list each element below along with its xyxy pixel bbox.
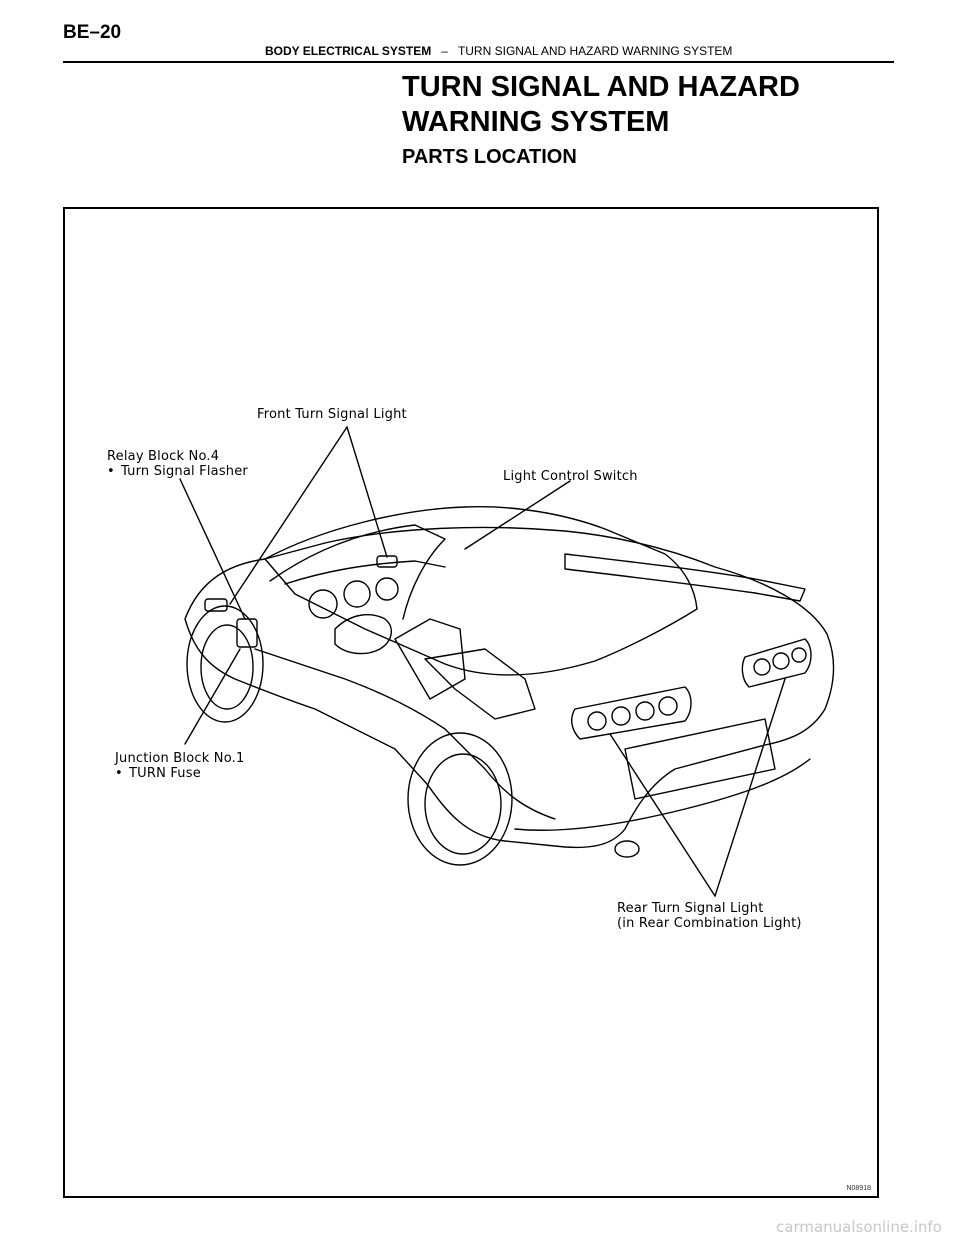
gauge-left bbox=[308, 589, 338, 619]
windshield-frame bbox=[269, 524, 446, 620]
front-wheel bbox=[186, 605, 264, 723]
callout-rear-turn-signal-light: Rear Turn Signal Light (in Rear Combinat… bbox=[617, 901, 802, 931]
front-turn-signal-lamp-left bbox=[204, 598, 228, 612]
leader-junction-block bbox=[184, 648, 241, 745]
front-seat bbox=[394, 618, 466, 700]
callout-relay-block: Relay Block No.4 • Turn Signal Flasher bbox=[107, 449, 248, 479]
rear-wheel bbox=[407, 732, 513, 866]
center-console bbox=[424, 648, 536, 720]
rear-lamp-1 bbox=[587, 711, 607, 731]
rear-light-left bbox=[571, 686, 692, 740]
leader-rear-light-left bbox=[609, 733, 716, 897]
leader-front-signal-left bbox=[229, 426, 348, 605]
rear-lamp-2 bbox=[611, 706, 631, 726]
rear-panel bbox=[624, 718, 776, 800]
turn-fuse-label: TURN Fuse bbox=[129, 766, 201, 781]
dashboard-line bbox=[284, 560, 446, 585]
gauge-right bbox=[375, 577, 399, 601]
car-line-drawing bbox=[179, 426, 835, 897]
bullet: • bbox=[115, 766, 123, 781]
leader-relay-block bbox=[179, 478, 246, 620]
leader-rear-light-right bbox=[714, 678, 786, 897]
rear-light-right bbox=[741, 638, 812, 688]
header-separator: – bbox=[441, 44, 448, 58]
rear-spoiler bbox=[564, 553, 806, 602]
junction-block-label: Junction Block No.1 bbox=[115, 751, 245, 766]
rear-lamp-4 bbox=[658, 696, 678, 716]
rear-wheel-inner bbox=[424, 753, 502, 855]
running-header: BODY ELECTRICAL SYSTEM–TURN SIGNAL AND H… bbox=[63, 40, 894, 63]
page-number: BE–20 bbox=[63, 22, 122, 43]
relay-block-item: • Turn Signal Flasher bbox=[107, 464, 248, 479]
leader-front-signal-right bbox=[346, 426, 388, 558]
junction-block-item: • TURN Fuse bbox=[115, 766, 244, 781]
relay-block-no4-shape bbox=[236, 618, 258, 648]
rear-turn-signal-light-note: (in Rear Combination Light) bbox=[617, 916, 802, 931]
watermark: carmanualsonline.info bbox=[776, 1218, 942, 1236]
rear-lamp-5 bbox=[753, 658, 771, 676]
gauge-center bbox=[343, 580, 371, 608]
leader-light-switch bbox=[464, 480, 571, 550]
relay-block-label: Relay Block No.4 bbox=[107, 449, 220, 464]
rear-turn-signal-light-label: Rear Turn Signal Light bbox=[617, 901, 764, 916]
exhaust-pipe bbox=[614, 840, 640, 858]
turn-signal-flasher-label: Turn Signal Flasher bbox=[121, 464, 248, 479]
page-title: TURN SIGNAL AND HAZARD WARNING SYSTEM bbox=[402, 71, 800, 138]
rear-lamp-7 bbox=[791, 647, 807, 663]
front-wheel-inner bbox=[200, 624, 254, 710]
steering-column bbox=[334, 613, 392, 655]
rear-lamp-6 bbox=[772, 652, 790, 670]
callout-front-turn-signal-light: Front Turn Signal Light bbox=[257, 407, 407, 422]
section-subtitle: PARTS LOCATION bbox=[402, 146, 577, 168]
rear-lamp-3 bbox=[635, 701, 655, 721]
callout-junction-block: Junction Block No.1 • TURN Fuse bbox=[115, 751, 244, 781]
header-subsection: TURN SIGNAL AND HAZARD WARNING SYSTEM bbox=[457, 44, 733, 58]
car-cabin-outline bbox=[264, 506, 698, 676]
car-body-outline bbox=[184, 526, 835, 849]
rear-bumper bbox=[514, 758, 811, 831]
figure-code: N08918 bbox=[846, 1185, 871, 1192]
parts-location-figure: Front Turn Signal Light Relay Block No.4… bbox=[63, 207, 879, 1198]
header-section: BODY ELECTRICAL SYSTEM bbox=[265, 44, 432, 58]
callout-light-control-switch: Light Control Switch bbox=[503, 469, 638, 484]
bullet: • bbox=[107, 464, 115, 479]
door-sill-line bbox=[254, 648, 556, 820]
